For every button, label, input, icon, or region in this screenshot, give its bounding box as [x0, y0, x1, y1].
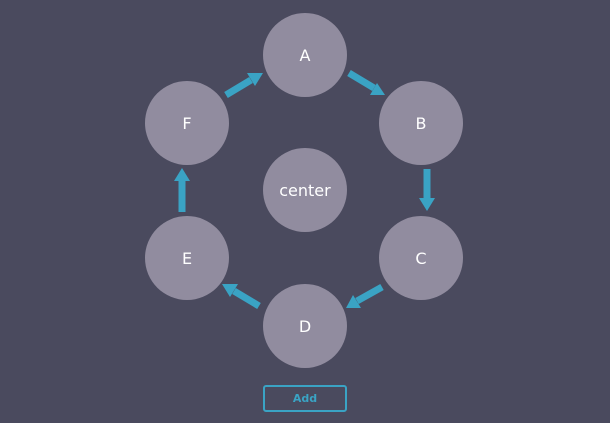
- node-f[interactable]: F: [145, 81, 229, 165]
- node-f-label: F: [182, 113, 192, 133]
- arrow-c-to-d: [346, 283, 384, 308]
- arrow-f-to-a: [224, 73, 263, 99]
- arrow-a-to-b: [347, 69, 385, 95]
- node-a[interactable]: A: [263, 13, 347, 97]
- node-center-label: center: [279, 180, 331, 200]
- arrow-b-to-c: [419, 169, 435, 211]
- node-e-label: E: [181, 248, 193, 268]
- node-c[interactable]: C: [379, 216, 463, 300]
- node-a-label: A: [299, 45, 311, 65]
- node-center[interactable]: center: [263, 148, 347, 232]
- node-c-label: C: [415, 248, 427, 268]
- arrow-e-to-f: [174, 168, 190, 212]
- arrow-d-to-e: [222, 284, 261, 310]
- add-button[interactable]: Add: [263, 385, 347, 412]
- node-d-label: D: [298, 316, 312, 336]
- node-b-label: B: [415, 113, 427, 133]
- node-b[interactable]: B: [379, 81, 463, 165]
- node-e[interactable]: E: [145, 216, 229, 300]
- node-d[interactable]: D: [263, 284, 347, 368]
